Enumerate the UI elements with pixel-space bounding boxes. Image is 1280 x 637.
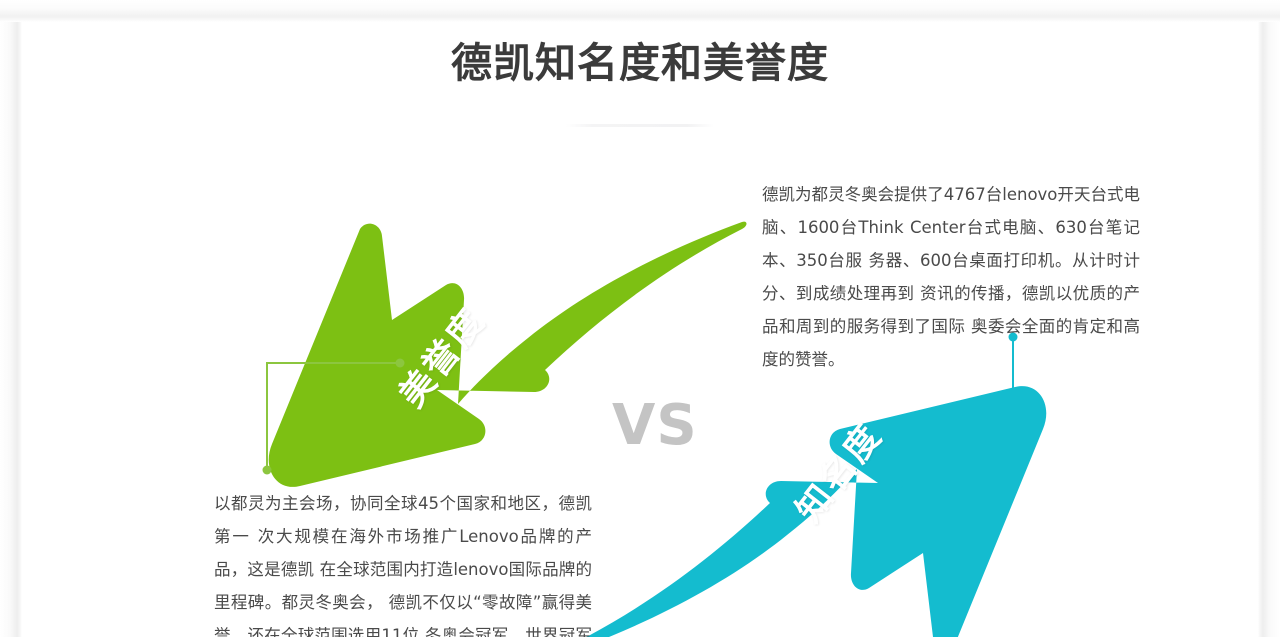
green-connector-dot-arrow bbox=[395, 358, 405, 368]
cyan-connector-dot-text bbox=[1008, 332, 1018, 342]
cyan-connector bbox=[894, 332, 1018, 489]
title-divider bbox=[566, 124, 714, 127]
bottom-left-paragraph: 以都灵为主会场，协同全球45个国家和地区，德凯第一 次大规模在海外市场推广Len… bbox=[214, 494, 592, 637]
vs-label: VS bbox=[612, 393, 698, 458]
green-connector-dot-text bbox=[262, 465, 272, 475]
green-connector-line bbox=[266, 362, 400, 470]
cyan-arrow bbox=[586, 386, 1047, 637]
green-connector bbox=[262, 358, 405, 475]
page-title: 德凯知名度和美誉度 bbox=[451, 39, 829, 87]
cyan-arrow-shape bbox=[586, 386, 1047, 637]
green-arrow bbox=[268, 221, 747, 487]
green-arrow-shape bbox=[268, 221, 747, 487]
top-right-paragraph: 德凯为都灵冬奥会提供了4767台lenovo开天台式电脑、1600台Think … bbox=[762, 185, 1140, 369]
cyan-connector-dot-arrow bbox=[894, 479, 904, 489]
cyan-connector-line bbox=[899, 337, 1014, 485]
